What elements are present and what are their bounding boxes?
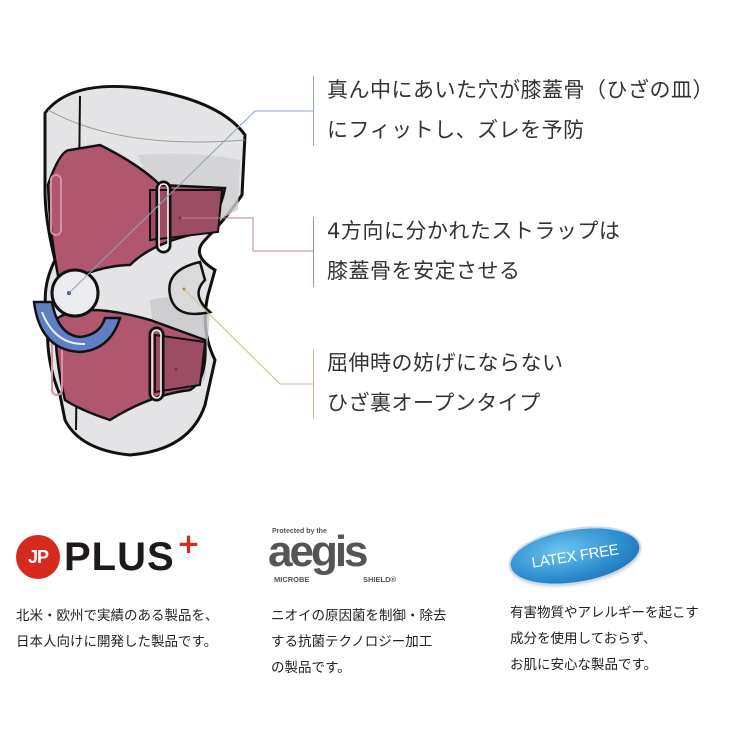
- latex-free-description: 有害物質やアレルギーを起こす 成分を使用しておらず、 お肌に安心な製品です。: [510, 605, 699, 673]
- feature-line: 4方向に分かれたストラップは: [327, 219, 621, 243]
- feature-line: 屈伸時の妨げにならない: [327, 351, 564, 375]
- patella-ring: [32, 300, 122, 354]
- patella-hole: [50, 268, 100, 318]
- plus-icon: +: [176, 526, 201, 560]
- aegis-description: ニオイの原因菌を制御・除去 する抗菌テクノロジー加工 の製品です。: [271, 608, 447, 676]
- feature-line: 真ん中にあいた穴が膝蓋骨（ひざの皿）: [327, 78, 714, 102]
- feature-bar: [313, 217, 314, 287]
- feature-line: 膝蓋骨を安定させる: [327, 259, 521, 283]
- jp-circle-icon: JP: [16, 535, 60, 579]
- jp-plus-description: 北米・欧州で実績のある製品を、 日本人向けに開発した製品です。: [16, 608, 219, 650]
- leader-line-2: [180, 217, 313, 252]
- latex-free-badge: LATEX FREE: [506, 520, 644, 592]
- knee-brace-illustration: [32, 84, 313, 457]
- feature-line: にフィットし、ズレを予防: [327, 118, 585, 142]
- plus-wordmark: PLUS: [64, 535, 175, 579]
- feature-bar: [313, 76, 314, 146]
- aegis-microbe-shield-logo: Protected by the aegis MICROBE SHIELD®: [268, 527, 397, 584]
- feature-line: ひざ裏オープンタイプ: [327, 391, 541, 415]
- leader-line-3: [183, 288, 313, 385]
- feature-bar: [313, 349, 314, 419]
- leader-line-1: [68, 110, 313, 294]
- jp-plus-logo: JP PLUS +: [16, 527, 200, 579]
